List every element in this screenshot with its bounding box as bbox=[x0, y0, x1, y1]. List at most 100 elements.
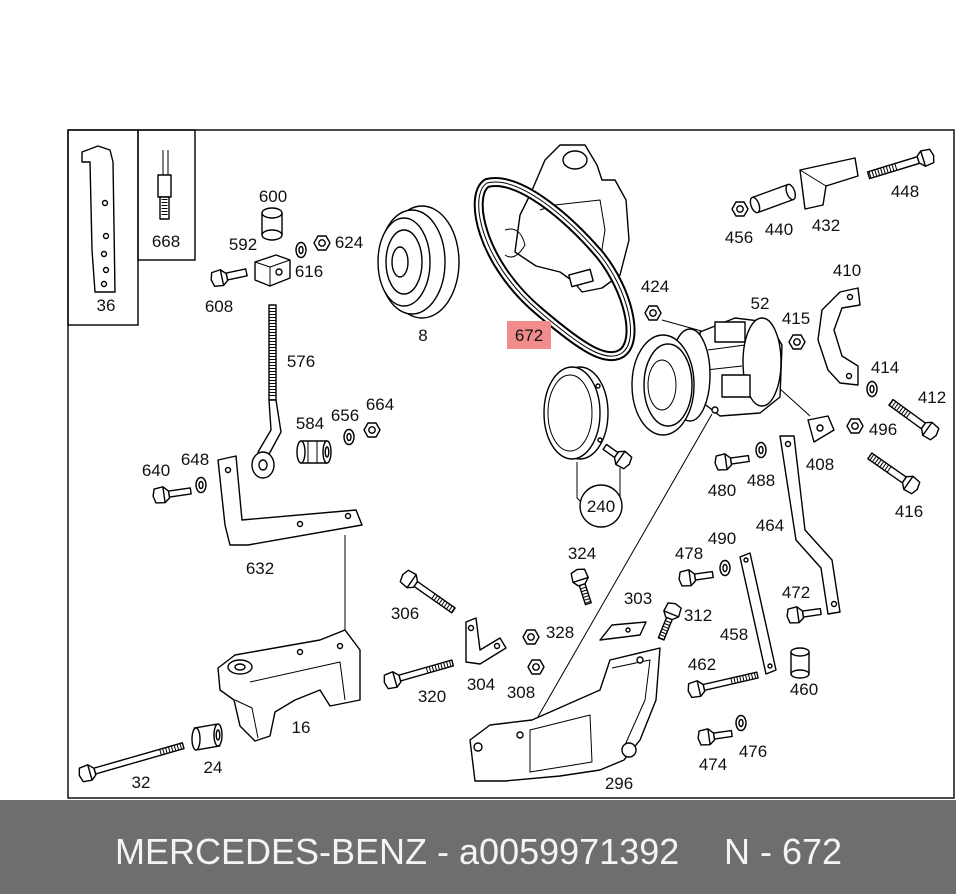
label-part-456: 456 bbox=[725, 228, 753, 247]
label-part-410: 410 bbox=[833, 261, 861, 280]
label-part-320: 320 bbox=[418, 687, 446, 706]
label-part-52: 52 bbox=[751, 294, 770, 313]
part-608-bolt bbox=[208, 268, 248, 289]
part-472-bolt bbox=[785, 605, 822, 625]
part-592-block bbox=[254, 254, 291, 287]
label-part-36: 36 bbox=[97, 296, 116, 315]
label-part-312: 312 bbox=[684, 606, 712, 625]
label-part-668: 668 bbox=[152, 232, 180, 251]
part-296-bracket bbox=[469, 647, 661, 782]
label-part-462: 462 bbox=[688, 655, 716, 674]
part-240-cover bbox=[543, 366, 609, 460]
label-part-458: 458 bbox=[720, 625, 748, 644]
part-476-washer bbox=[735, 714, 747, 732]
label-part-24: 24 bbox=[204, 758, 223, 777]
label-part-616: 616 bbox=[295, 262, 323, 281]
part-600 bbox=[261, 207, 283, 241]
part-52-compressor bbox=[631, 317, 783, 436]
part-648-washer bbox=[195, 476, 207, 494]
part-labels: 36 668 600 592 624 616 608 8 672 424 52 … bbox=[97, 182, 947, 793]
label-part-464: 464 bbox=[756, 516, 784, 535]
label-part-424: 424 bbox=[641, 277, 669, 296]
part-412-bolt bbox=[888, 398, 942, 443]
part-488-washer bbox=[755, 441, 767, 459]
part-416-bolt bbox=[867, 452, 923, 497]
part-672-belt bbox=[473, 177, 636, 362]
label-part-632: 632 bbox=[246, 559, 274, 578]
footer-page-ref: N - 672 bbox=[724, 831, 842, 872]
label-part-656: 656 bbox=[331, 406, 359, 425]
label-part-304: 304 bbox=[467, 675, 495, 694]
label-part-480: 480 bbox=[708, 481, 736, 500]
leader-424 bbox=[661, 319, 706, 333]
label-part-460: 460 bbox=[790, 680, 818, 699]
label-part-488: 488 bbox=[747, 471, 775, 490]
label-part-624: 624 bbox=[335, 233, 363, 252]
part-478-bolt bbox=[677, 568, 714, 588]
label-part-600: 600 bbox=[259, 187, 287, 206]
part-462-bolt bbox=[685, 671, 759, 700]
label-part-328: 328 bbox=[546, 623, 574, 642]
part-24-bushing bbox=[191, 723, 223, 751]
label-part-16: 16 bbox=[292, 718, 311, 737]
part-496-nut bbox=[846, 418, 864, 434]
part-8-pulley bbox=[377, 205, 460, 319]
part-424-nut bbox=[644, 305, 662, 321]
part-328-nut bbox=[522, 629, 540, 645]
label-part-476: 476 bbox=[739, 742, 767, 761]
label-part-664: 664 bbox=[366, 395, 394, 414]
part-632-bracket bbox=[217, 455, 363, 546]
label-part-32: 32 bbox=[132, 773, 151, 792]
part-616-washer bbox=[295, 241, 307, 259]
part-456-nut bbox=[731, 201, 749, 217]
label-part-440: 440 bbox=[765, 220, 793, 239]
label-part-408: 408 bbox=[806, 455, 834, 474]
bolt-240 bbox=[602, 443, 635, 472]
part-304-bracket bbox=[465, 617, 507, 665]
label-part-308: 308 bbox=[507, 683, 535, 702]
part-415-nut bbox=[788, 334, 806, 350]
label-part-576: 576 bbox=[287, 352, 315, 371]
label-part-8: 8 bbox=[418, 326, 427, 345]
footer-background bbox=[0, 800, 956, 894]
label-part-240: 240 bbox=[587, 497, 615, 516]
label-part-296: 296 bbox=[605, 774, 633, 793]
label-part-490: 490 bbox=[708, 529, 736, 548]
part-440-sleeve bbox=[749, 183, 797, 214]
diagram-frame bbox=[67, 129, 955, 799]
label-part-592: 592 bbox=[229, 235, 257, 254]
part-306-bolt bbox=[397, 567, 456, 614]
part-414-washer bbox=[866, 380, 878, 398]
label-part-432: 432 bbox=[812, 216, 840, 235]
part-668-sensor bbox=[157, 150, 172, 220]
part-303-plate bbox=[599, 621, 647, 641]
highlight-672 bbox=[507, 321, 551, 349]
part-656-washer bbox=[343, 428, 355, 446]
footer-title: MERCEDES-BENZ - a0059971392 bbox=[115, 831, 679, 872]
part-32-bolt bbox=[76, 742, 185, 784]
label-part-416: 416 bbox=[895, 502, 923, 521]
part-490-washer bbox=[719, 559, 731, 577]
part-624-nut bbox=[313, 235, 331, 251]
part-312-bolt bbox=[657, 599, 684, 641]
label-part-648: 648 bbox=[181, 450, 209, 469]
part-460-bushing bbox=[790, 647, 810, 679]
label-part-448: 448 bbox=[891, 182, 919, 201]
label-part-303: 303 bbox=[624, 589, 652, 608]
label-part-474: 474 bbox=[699, 755, 727, 774]
part-324-bolt bbox=[568, 566, 592, 606]
part-464-arm bbox=[779, 435, 841, 615]
part-474-bolt bbox=[696, 727, 733, 747]
label-part-472: 472 bbox=[782, 583, 810, 602]
label-part-584: 584 bbox=[296, 414, 324, 433]
part-640-bolt bbox=[151, 485, 192, 505]
inset-box-668 bbox=[137, 129, 196, 261]
footer-banner: MERCEDES-BENZ - a0059971392 N - 672 bbox=[0, 800, 956, 894]
part-576-rod bbox=[251, 304, 282, 479]
label-part-306: 306 bbox=[391, 604, 419, 623]
leader-296 bbox=[534, 413, 713, 723]
label-part-672: 672 bbox=[515, 326, 543, 345]
part-408-bracket bbox=[807, 415, 835, 443]
label-part-640: 640 bbox=[142, 461, 170, 480]
part-308-nut bbox=[527, 659, 545, 675]
